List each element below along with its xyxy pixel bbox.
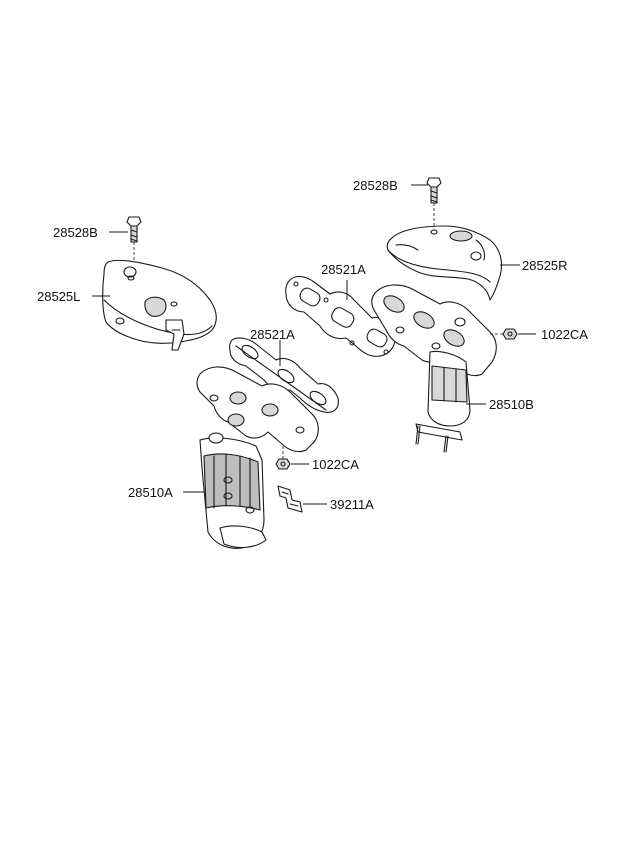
- bolt-28528b-left: [126, 216, 142, 272]
- label-28510b: 28510B: [489, 397, 534, 412]
- heat-shield-28525r: [386, 225, 503, 301]
- label-28525r: 28525R: [522, 258, 568, 273]
- label-28521a-upper: 28521A: [321, 262, 366, 277]
- label-28528b-right: 28528B: [353, 178, 398, 193]
- bracket-39211a: [277, 485, 303, 513]
- bolt-28528b-right: [426, 177, 442, 232]
- label-1022ca-right: 1022CA: [541, 327, 588, 342]
- exhaust-manifold-28510b: [371, 284, 497, 453]
- nut-1022ca-right: [490, 328, 518, 340]
- label-28521a-lower: 28521A: [250, 327, 295, 342]
- gasket-28521a-upper: [285, 275, 396, 357]
- label-39211a: 39211A: [330, 497, 374, 512]
- label-1022ca-left: 1022CA: [312, 457, 359, 472]
- label-28528b-left: 28528B: [53, 225, 98, 240]
- label-28510a: 28510A: [128, 485, 173, 500]
- exhaust-manifold-28510a: [196, 366, 319, 549]
- label-28525l: 28525L: [37, 289, 80, 304]
- heat-shield-28525l: [102, 259, 217, 351]
- nut-1022ca-left: [275, 446, 291, 470]
- gasket-28521a-lower: [229, 337, 339, 413]
